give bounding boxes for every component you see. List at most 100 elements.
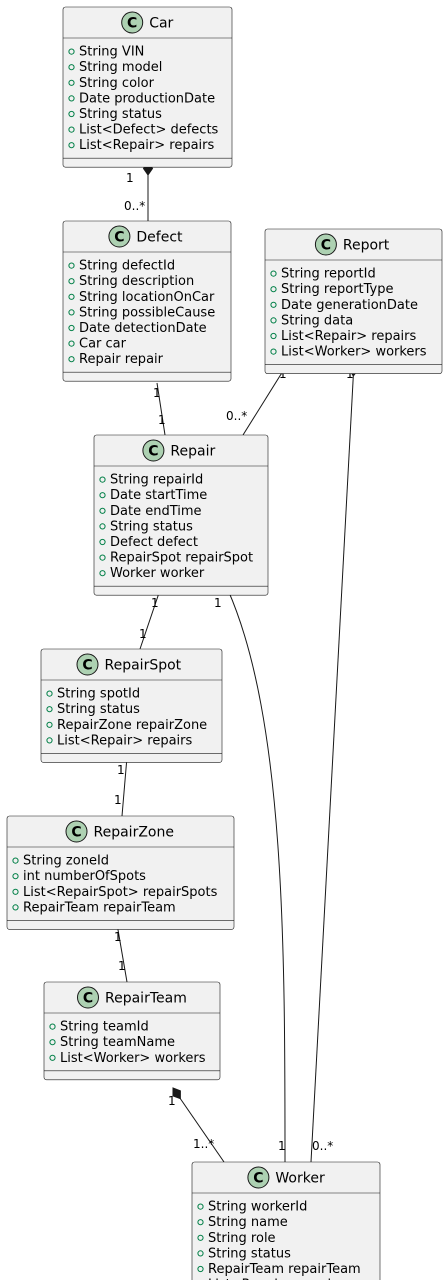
relation-report-worker: 10..*	[310, 362, 359, 1163]
relation-line	[116, 923, 128, 983]
public-visibility-icon	[270, 301, 277, 308]
relation-repairspot-repairzone: 11	[114, 756, 128, 817]
public-visibility-icon	[99, 476, 106, 483]
class-attribute: String teamId	[60, 1020, 149, 1035]
class-attribute: List<Repair> repairs	[281, 329, 416, 344]
class-attribute: Worker worker	[110, 566, 205, 581]
public-visibility-icon	[270, 348, 277, 355]
class-attribute: Repair repair	[79, 352, 164, 367]
class-attribute: String defectId	[79, 259, 175, 274]
class-name: Report	[343, 238, 390, 254]
public-visibility-icon	[49, 1054, 56, 1061]
class-attribute: Date productionDate	[79, 91, 215, 106]
public-visibility-icon	[68, 110, 75, 118]
multiplicity-target: 1	[114, 793, 122, 807]
class-name: RepairSpot	[105, 658, 182, 674]
class-attribute: String description	[79, 274, 194, 289]
class-attribute: List<Worker> workers	[281, 345, 427, 360]
class-name: Defect	[136, 230, 183, 246]
class-attribute: String reportType	[281, 282, 394, 297]
relation-repairzone-repairteam: 11	[114, 923, 128, 983]
public-visibility-icon	[68, 309, 75, 316]
public-visibility-icon	[46, 706, 53, 713]
class-c-icon: C	[247, 1166, 270, 1189]
class-attribute: List<Repair> repairs	[57, 733, 192, 748]
class-attribute: String possibleCause	[79, 305, 215, 320]
class-attribute: Date startTime	[110, 488, 207, 503]
public-visibility-icon	[49, 1039, 56, 1046]
public-visibility-icon	[49, 1023, 56, 1030]
svg-text:C: C	[321, 238, 331, 254]
multiplicity-target: 1..*	[193, 1137, 214, 1151]
class-attribute: String VIN	[79, 45, 144, 60]
class-attribute: String model	[79, 60, 162, 75]
class-attribute: String status	[110, 519, 193, 534]
class-name: Repair	[170, 444, 215, 460]
svg-text:C: C	[83, 991, 93, 1007]
multiplicity-target: 1	[118, 959, 126, 973]
multiplicity-source: 1	[346, 367, 354, 381]
class-box	[40, 648, 223, 763]
multiplicity-source: 1	[151, 596, 159, 610]
relation-repair-repairspot: 11	[139, 589, 161, 650]
class-c-icon: C	[108, 225, 131, 248]
public-visibility-icon	[197, 1250, 204, 1257]
public-visibility-icon	[68, 142, 75, 149]
public-visibility-icon	[12, 888, 19, 895]
class-attribute: Defect defect	[110, 535, 198, 550]
class-attribute: String workerId	[208, 1200, 307, 1215]
multiplicity-target: 0..*	[124, 199, 145, 213]
multiplicity-target: 1	[278, 1139, 286, 1153]
public-visibility-icon	[197, 1203, 204, 1210]
class-attribute: RepairSpot repairSpot	[110, 551, 253, 566]
class-attribute: RepairTeam repairTeam	[208, 1262, 361, 1277]
class-attribute: String data	[281, 313, 353, 328]
public-visibility-icon	[270, 332, 277, 340]
class-attribute: String reportId	[281, 267, 376, 282]
class-attribute: List<Worker> workers	[60, 1051, 206, 1066]
class-attribute: String status	[208, 1246, 291, 1261]
class-c-icon: C	[314, 233, 337, 256]
public-visibility-icon	[99, 492, 106, 499]
class-attribute: List<Repair> repairs	[79, 138, 214, 153]
class-attribute: List<RepairSpot> repairSpots	[23, 885, 218, 900]
class-attribute: String name	[208, 1215, 288, 1230]
class-attribute: String status	[57, 702, 140, 717]
class-c-icon: C	[142, 439, 165, 462]
public-visibility-icon	[46, 690, 53, 697]
public-visibility-icon	[68, 324, 75, 332]
relation-line	[121, 756, 128, 817]
public-visibility-icon	[197, 1219, 204, 1226]
public-visibility-icon	[68, 356, 75, 363]
class-attribute: String spotId	[57, 687, 140, 702]
public-visibility-icon	[197, 1234, 204, 1241]
public-visibility-icon	[46, 737, 53, 744]
public-visibility-icon	[68, 262, 75, 269]
class-attribute: String color	[79, 76, 155, 91]
class-box	[93, 434, 269, 596]
composition-diamond-icon	[172, 1087, 181, 1100]
class-attribute: String repairId	[110, 473, 203, 488]
class-attribute: Date endTime	[110, 504, 202, 519]
class-attribute: RepairZone repairZone	[57, 718, 207, 733]
class-c-icon: C	[65, 820, 88, 843]
public-visibility-icon	[99, 554, 106, 561]
class-attribute: int numberOfSpots	[23, 869, 146, 884]
multiplicity-source: 1	[214, 596, 222, 610]
relation-line	[156, 382, 166, 436]
class-attribute: String status	[79, 107, 162, 122]
class-c-icon: C	[77, 986, 99, 1009]
multiplicity-source: 1	[126, 171, 134, 185]
public-visibility-icon	[68, 293, 75, 300]
